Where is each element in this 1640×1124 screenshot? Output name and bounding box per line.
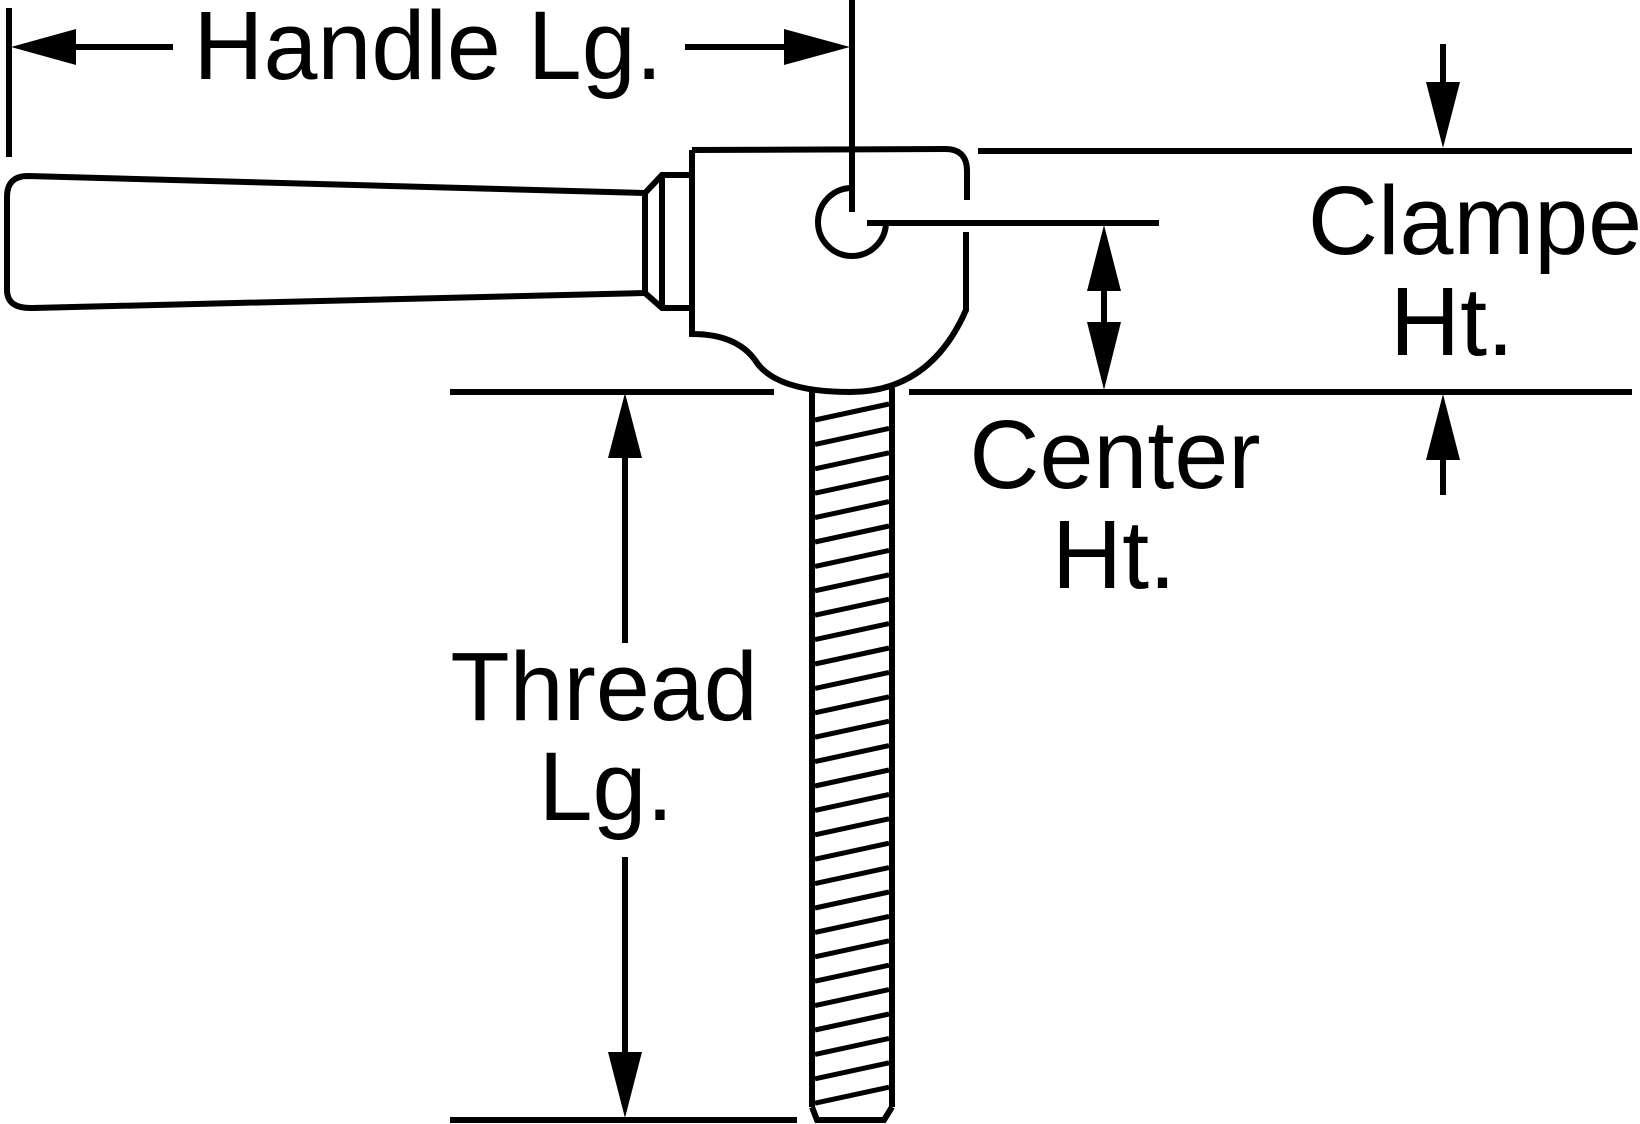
- handle-length-label: Handle Lg.: [193, 0, 662, 100]
- thread-line: [814, 865, 890, 887]
- thread-line: [814, 596, 890, 618]
- stud-thread-lines: [814, 401, 890, 1106]
- thread-line: [814, 791, 890, 813]
- clamped-upper-arrowhead: [1426, 82, 1460, 148]
- handle-left-arrowhead: [11, 29, 76, 65]
- center-upper-arrowhead: [1087, 225, 1121, 291]
- thread-line: [814, 987, 890, 1009]
- thread-line: [814, 425, 890, 447]
- center-height-label-line2: Ht.: [1052, 500, 1176, 609]
- thread-line: [814, 621, 890, 643]
- thread-line: [814, 499, 890, 521]
- handle-ferrule: [642, 172, 695, 311]
- thread-line: [814, 547, 890, 569]
- lever-handle: [4, 172, 695, 312]
- thread-line: [814, 938, 890, 960]
- thread-line: [814, 694, 890, 716]
- handle-grip: [4, 172, 648, 312]
- stud-chamfered-end: [809, 1105, 895, 1123]
- thread-line: [814, 474, 890, 496]
- thread-line: [814, 401, 890, 423]
- threaded-stud: [809, 388, 895, 1123]
- thread-length-label-line1: Thread: [450, 632, 757, 741]
- thread-upper-arrowhead: [608, 393, 642, 458]
- thread-line: [814, 840, 890, 862]
- thread-line: [814, 743, 890, 765]
- thread-length-label-line2: Lg.: [539, 732, 674, 841]
- thread-line: [814, 962, 890, 984]
- handle-length-dimension: Handle Lg.: [6, 0, 855, 212]
- thread-line: [814, 450, 890, 472]
- cam-head: [689, 0, 970, 396]
- center-lower-arrowhead: [1087, 322, 1121, 390]
- cam-head-profile: [689, 150, 969, 396]
- thread-line: [814, 913, 890, 935]
- center-height-label-line1: Center: [969, 400, 1260, 509]
- clamped-height-label-line2: Ht.: [1390, 267, 1514, 376]
- thread-line: [814, 572, 890, 594]
- thread-line: [814, 718, 890, 740]
- thread-line: [814, 1011, 890, 1033]
- center-height-dimension: Center Ht.: [867, 220, 1261, 609]
- thread-length-dimension: Thread Lg.: [450, 389, 797, 1123]
- thread-lower-arrowhead: [608, 1052, 642, 1118]
- clamped-height-label-line1: Clamped: [1308, 166, 1640, 275]
- thread-line: [814, 645, 890, 667]
- thread-line: [814, 816, 890, 838]
- clamped-lower-arrowhead: [1426, 394, 1460, 460]
- cam-head-top-edge: [691, 145, 970, 200]
- clamped-height-dimension: Clamped Ht.: [909, 44, 1640, 495]
- thread-line: [814, 1084, 890, 1106]
- thread-line: [814, 767, 890, 789]
- thread-line: [814, 1060, 890, 1082]
- thread-line: [814, 669, 890, 691]
- thread-line: [814, 1035, 890, 1057]
- pivot-pin-gap: [853, 183, 889, 221]
- handle-right-arrowhead: [784, 29, 850, 65]
- thread-line: [814, 889, 890, 911]
- thread-line: [814, 523, 890, 545]
